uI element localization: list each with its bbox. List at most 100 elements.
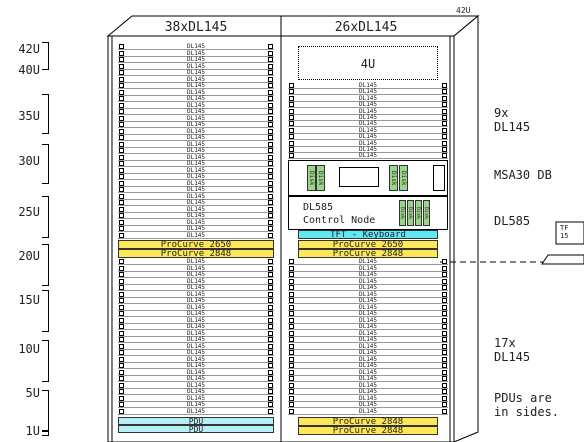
server-label: DL145	[186, 323, 206, 330]
server-led	[119, 63, 124, 69]
server-label: DL145	[186, 95, 206, 102]
server-led	[289, 408, 294, 414]
server-led	[268, 122, 273, 127]
server-led	[268, 363, 273, 368]
server-label: DL145	[186, 342, 206, 350]
server-label: DL145	[186, 127, 206, 135]
server-led	[268, 219, 273, 225]
rack-side-face	[453, 14, 479, 442]
server-label: DL145	[358, 146, 378, 153]
tft-keyboard-shape	[541, 254, 584, 265]
server-led	[442, 317, 447, 323]
server-label: DL145	[186, 186, 206, 193]
server-led	[119, 102, 124, 108]
server-label: DL145	[186, 121, 206, 128]
server-led	[289, 311, 294, 316]
server-led	[119, 96, 124, 101]
server-label: DL145	[358, 152, 378, 160]
server-led	[119, 356, 124, 362]
server-led	[442, 127, 447, 133]
server-dl145: DL145	[118, 324, 274, 330]
node-disk: Disk	[423, 200, 430, 226]
server-dl145: DL145	[118, 141, 274, 148]
server-label: DL145	[186, 316, 206, 324]
disk-bay: Disk	[399, 165, 408, 191]
server-led	[268, 200, 273, 205]
pdu-left: PDU	[118, 425, 274, 434]
server-label: DL145	[358, 126, 378, 134]
annotation-bottom-servers: 17x DL145	[494, 336, 531, 364]
server-led	[119, 369, 124, 375]
disk-bay: Disk	[389, 165, 398, 191]
server-dl145: DL145	[288, 121, 448, 128]
server-dl145: DL145	[288, 350, 448, 356]
server-led	[289, 356, 294, 362]
server-led	[268, 408, 273, 414]
server-label: DL145	[186, 264, 206, 272]
server-led	[268, 356, 273, 362]
server-label: DL145	[358, 88, 378, 96]
server-label: DL145	[358, 394, 378, 402]
server-label: DL145	[186, 56, 206, 63]
server-dl145: DL145	[288, 298, 448, 304]
unit-label: 35U	[18, 109, 40, 123]
server-dl145: DL145	[118, 232, 274, 239]
server-led	[268, 128, 273, 134]
server-dl145: DL145	[288, 317, 448, 324]
server-label: DL145	[358, 349, 378, 356]
server-label: DL145	[186, 388, 206, 395]
server-led	[442, 278, 447, 284]
server-led	[289, 389, 294, 394]
server-led	[289, 108, 294, 114]
server-dl145: DL145	[118, 76, 274, 83]
server-led	[442, 153, 447, 159]
scale-bracket	[42, 94, 49, 134]
server-led	[119, 278, 124, 284]
switch-procurve-2650-right: ProCurve 2650	[298, 240, 438, 250]
server-led	[119, 83, 124, 88]
server-label: DL145	[186, 297, 206, 304]
server-dl145: DL145	[288, 265, 448, 272]
server-led	[268, 161, 273, 166]
server-dl145: DL145	[288, 272, 448, 278]
server-label: DL145	[186, 355, 206, 363]
annotation-pdus: PDUs are in sides.	[494, 391, 560, 419]
scale-bracket	[42, 390, 49, 432]
server-led	[268, 285, 273, 290]
unit-label: 15U	[18, 293, 40, 307]
server-led	[442, 121, 447, 127]
server-label: DL145	[358, 310, 378, 317]
server-led	[289, 95, 294, 101]
server-led	[289, 102, 294, 108]
server-led	[119, 76, 124, 82]
server-led	[268, 70, 273, 75]
server-label: DL145	[186, 277, 206, 285]
server-label: DL145	[358, 407, 378, 415]
server-dl145: DL145	[288, 343, 448, 350]
server-led	[119, 50, 124, 56]
server-led	[442, 304, 447, 310]
server-label: DL145	[186, 199, 206, 206]
server-led	[119, 376, 124, 381]
scale-bracket	[42, 42, 49, 70]
server-dl145: DL145	[118, 174, 274, 180]
server-led	[268, 167, 273, 173]
server-led	[442, 408, 447, 414]
server-led	[442, 311, 447, 316]
server-led	[268, 324, 273, 329]
server-dl145: DL145	[118, 122, 274, 128]
server-led	[268, 102, 273, 108]
server-dl145: DL145	[118, 96, 274, 102]
server-label: DL145	[358, 258, 378, 265]
server-dl145: DL145	[288, 324, 448, 330]
server-label: DL145	[186, 407, 206, 415]
server-led	[268, 83, 273, 88]
server-led	[268, 382, 273, 388]
server-led	[268, 115, 273, 121]
server-dl145: DL145	[118, 200, 274, 206]
server-dl145: DL145	[288, 402, 448, 408]
server-led	[119, 57, 124, 62]
server-led	[119, 180, 124, 186]
reserved-4u-slot: 4U	[298, 46, 438, 80]
